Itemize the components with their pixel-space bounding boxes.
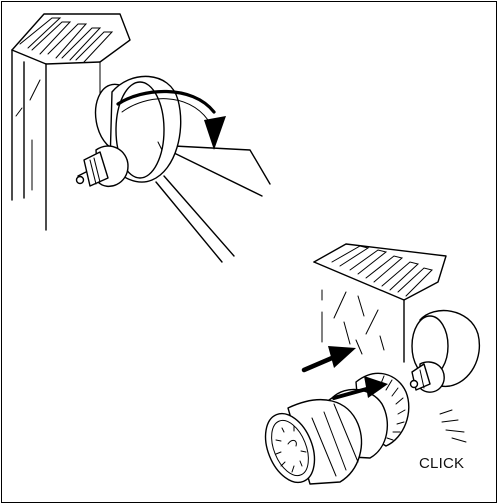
valve-body [409, 309, 480, 393]
push-arrow [301, 346, 356, 373]
click-label: CLICK [419, 455, 465, 472]
valve-with-cap [75, 75, 182, 187]
radiator-bottom-right [313, 243, 447, 363]
radiator-pipe [155, 145, 271, 263]
rotate-arrow [116, 89, 226, 151]
radiator-top-left [11, 13, 131, 231]
step-2-click-on-head [264, 243, 480, 485]
thermostat-head [264, 372, 410, 485]
click-sound-lines [439, 409, 467, 443]
radiator-fins-2 [331, 245, 433, 297]
step-1-remove-cap [11, 13, 271, 263]
temperature-scale [275, 425, 307, 473]
